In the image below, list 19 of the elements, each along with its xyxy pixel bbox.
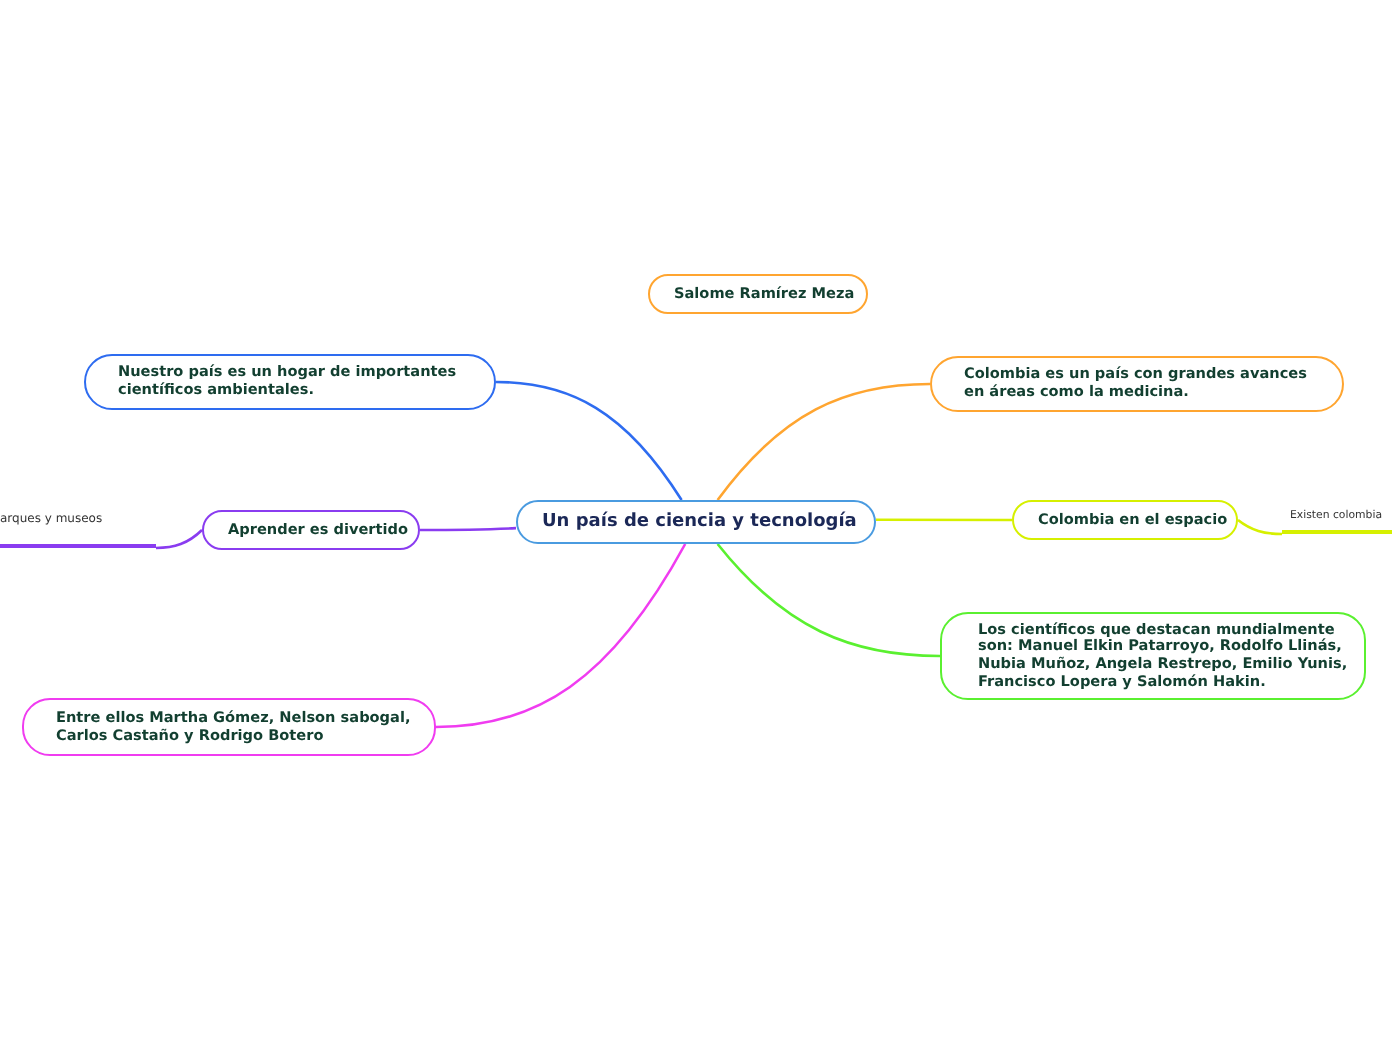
branch-line — [716, 543, 941, 658]
topic-box — [930, 356, 1344, 412]
branch-line — [435, 543, 687, 729]
central-topic-title: Un país de ciencia y tecnología — [542, 511, 857, 533]
topic-box — [940, 612, 1366, 700]
topic-box — [22, 698, 436, 756]
branch-line — [155, 529, 203, 550]
branch-line — [1237, 518, 1283, 536]
topic-box — [648, 274, 868, 314]
topic-box — [1012, 500, 1238, 540]
branch-line — [420, 526, 517, 532]
topic-box — [84, 354, 496, 410]
topic-box — [202, 510, 420, 550]
branch-line — [495, 380, 683, 501]
central-topic — [516, 500, 876, 544]
branch-line — [876, 518, 1012, 522]
subtopic-line — [0, 512, 156, 548]
subtopic-line — [1282, 510, 1392, 534]
branch-line — [716, 382, 931, 501]
